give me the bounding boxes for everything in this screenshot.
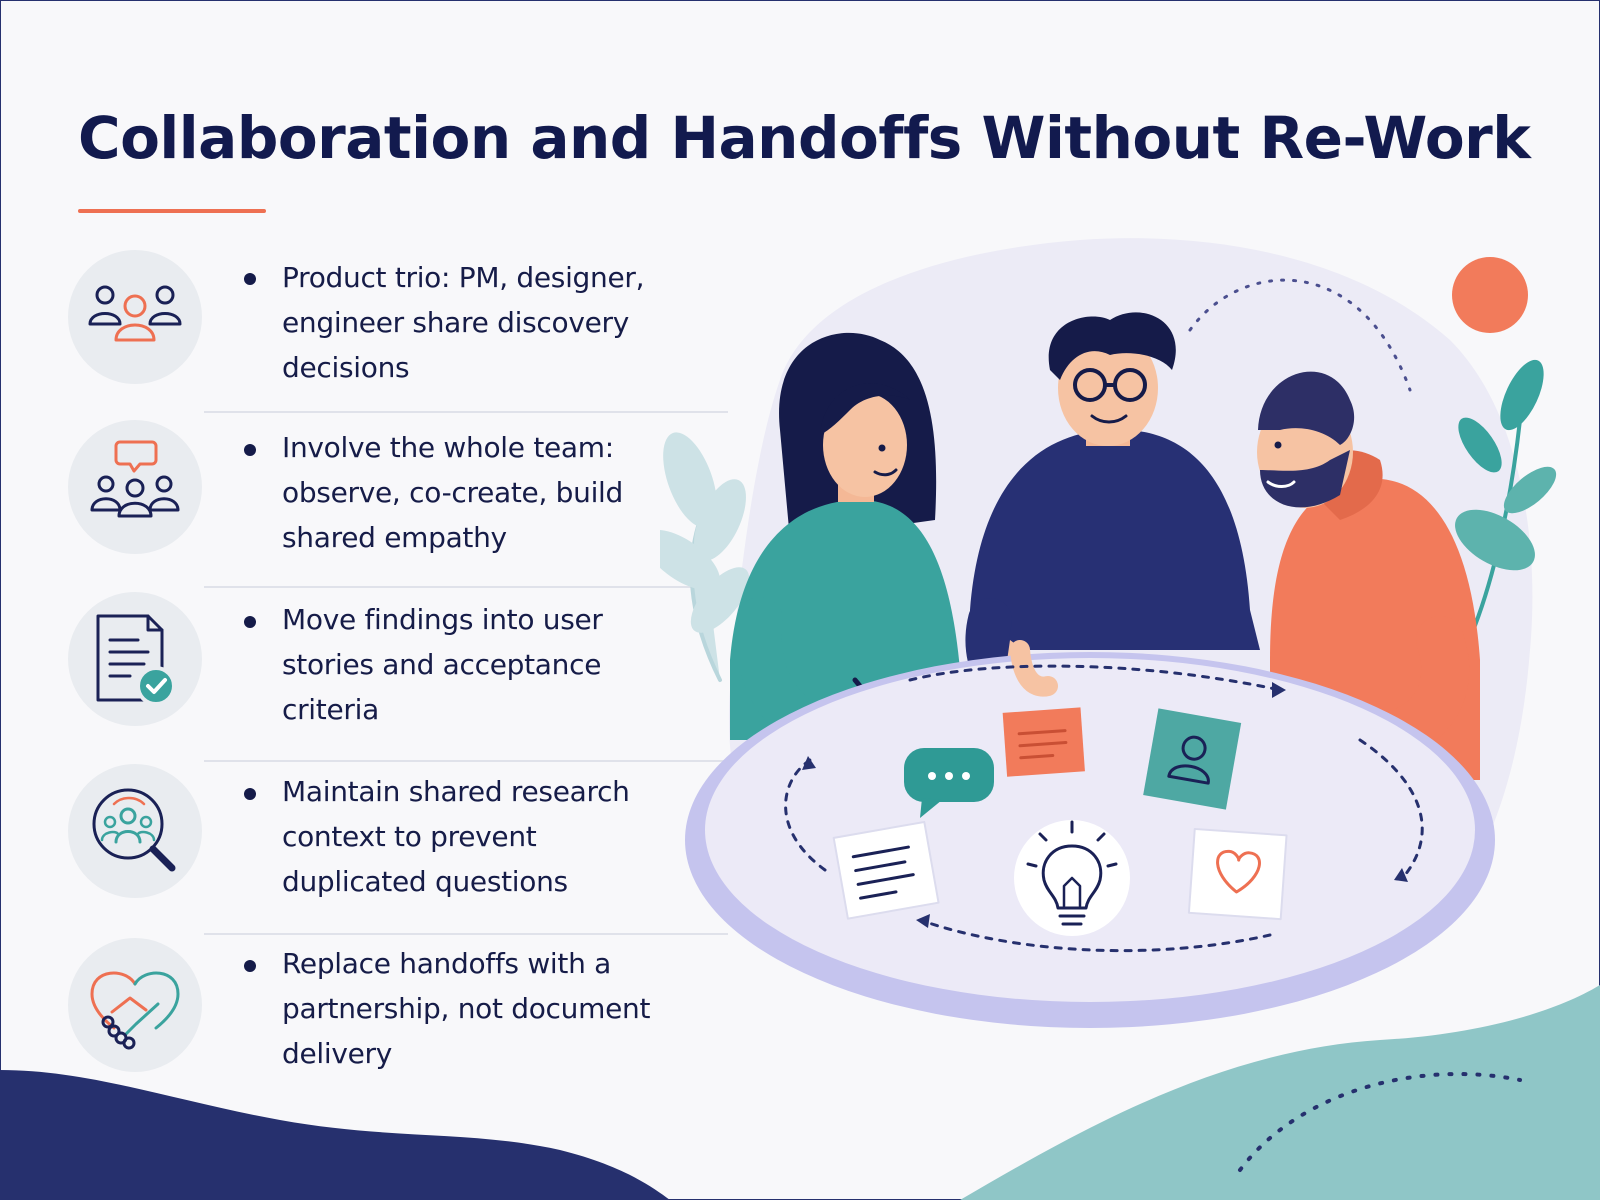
chat-bubble-icon bbox=[904, 748, 994, 818]
bullet-text: Maintain shared research context to prev… bbox=[282, 775, 630, 898]
divider bbox=[204, 411, 728, 413]
bullet-dot bbox=[244, 273, 256, 285]
bullet-text: Replace handoffs with a partnership, not… bbox=[282, 947, 651, 1070]
bullet-item: Product trio: PM, designer, engineer sha… bbox=[68, 250, 664, 420]
bullet-item: Involve the whole team: observe, co-crea… bbox=[68, 420, 664, 590]
divider bbox=[204, 760, 728, 762]
right-plant bbox=[1455, 359, 1557, 662]
title-underline bbox=[78, 209, 266, 213]
user-card-icon bbox=[1143, 708, 1242, 810]
bullet-list: Product trio: PM, designer, engineer sha… bbox=[68, 0, 728, 1200]
bullet-dot bbox=[244, 444, 256, 456]
bullet-dot bbox=[244, 788, 256, 800]
dashed-flow-loop bbox=[784, 664, 1424, 953]
bullet-dot bbox=[244, 960, 256, 972]
bullet-item: Replace handoffs with a partnership, not… bbox=[68, 938, 664, 1108]
left-plant bbox=[660, 432, 750, 682]
bullet-text: Involve the whole team: observe, co-crea… bbox=[282, 431, 624, 554]
bullet-dot bbox=[244, 616, 256, 628]
divider bbox=[204, 586, 728, 588]
bullet-text: Product trio: PM, designer, engineer sha… bbox=[282, 261, 645, 384]
bullet-text: Move findings into user stories and acce… bbox=[282, 603, 603, 726]
sun-circle bbox=[1452, 257, 1528, 333]
research-magnifier-icon bbox=[68, 764, 202, 898]
team-discussion-icon bbox=[68, 420, 202, 554]
bullet-item: Move findings into user stories and acce… bbox=[68, 592, 664, 762]
bullet-item: Maintain shared research context to prev… bbox=[68, 764, 664, 934]
handshake-heart-icon bbox=[68, 938, 202, 1072]
divider bbox=[204, 933, 728, 935]
notes-card bbox=[832, 820, 940, 920]
lightbulb-icon bbox=[1014, 820, 1130, 936]
checked-document-icon bbox=[68, 592, 202, 726]
team-collaboration-illustration bbox=[660, 238, 1557, 1028]
product-trio-icon bbox=[68, 250, 202, 384]
sticky-note bbox=[1002, 707, 1085, 777]
page-title: Collaboration and Handoffs Without Re-Wo… bbox=[78, 104, 1531, 172]
heart-card-icon bbox=[1187, 827, 1288, 921]
